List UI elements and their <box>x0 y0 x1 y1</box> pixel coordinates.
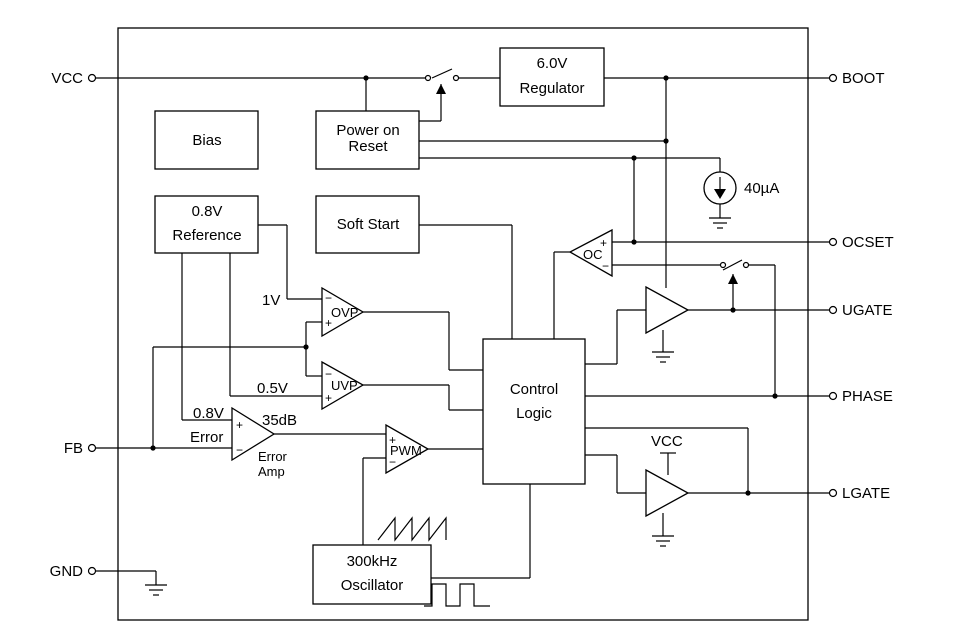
power-on-reset-block <box>315 110 420 170</box>
oc-label: OC <box>583 247 603 262</box>
plus-sign: + <box>236 418 243 432</box>
fb-pin-label: FB <box>64 440 83 457</box>
lgate-pin-label: LGATE <box>842 485 890 502</box>
minus-sign: − <box>389 455 396 469</box>
vcc-pin-label: VCC <box>51 70 83 87</box>
switch-contact <box>742 261 750 269</box>
minus-sign: − <box>325 291 332 305</box>
junction-dots <box>150 75 778 496</box>
pwm-comparator <box>385 423 430 475</box>
minus-sign: − <box>236 443 243 457</box>
minus-sign: − <box>602 259 609 273</box>
switch-contact <box>452 74 460 82</box>
plus-sign: + <box>325 391 332 405</box>
minus-sign: − <box>325 367 332 381</box>
soft-start-label: Soft Start <box>337 216 400 233</box>
control-logic-label: Control <box>510 381 558 398</box>
reference-label: Reference <box>172 227 241 244</box>
plus-sign: + <box>600 236 607 250</box>
soft-start-block <box>315 195 420 254</box>
reference-block <box>154 195 259 254</box>
error-amp-label: Error <box>258 449 288 464</box>
bias-label: Bias <box>192 132 221 149</box>
oscillator-label: 300kHz <box>347 553 398 570</box>
uvp-comparator <box>321 360 365 411</box>
gain-label: 35dB <box>262 412 297 429</box>
switch-contact <box>719 261 727 269</box>
reference-label: 0.8V <box>192 203 223 220</box>
regulator-label: 6.0V <box>537 55 568 72</box>
regulator-block <box>499 47 605 107</box>
por-label: Reset <box>348 138 388 155</box>
ovp-comparator <box>321 286 365 338</box>
oscillator-label: Oscillator <box>341 577 404 594</box>
plus-sign: + <box>325 316 332 330</box>
oc-comparator <box>568 228 613 278</box>
lgate-vcc-label: VCC <box>651 433 683 450</box>
por-label: Power on <box>336 122 399 139</box>
uvp-label: UVP <box>331 378 358 393</box>
half-volt-label: 0.5V <box>257 380 288 397</box>
fb-pin <box>87 443 97 453</box>
ugate-pin-label: UGATE <box>842 302 893 319</box>
current-source-label: 40µA <box>744 180 779 197</box>
one-volt-label: 1V <box>262 292 280 309</box>
gnd-pin <box>87 566 97 576</box>
control-logic-block <box>482 338 586 485</box>
wires <box>96 68 829 607</box>
vcc-pin <box>87 73 97 83</box>
error-amp-label: Amp <box>258 464 285 479</box>
switch-arrow-icon <box>436 84 446 94</box>
bias-block <box>154 110 259 170</box>
ocset-pin <box>828 237 838 247</box>
phase-pin <box>828 391 838 401</box>
plus-sign: + <box>389 433 396 447</box>
error-ref-label: 0.8V <box>193 405 224 422</box>
gnd-pin-label: GND <box>50 563 84 580</box>
upper-gate-driver <box>645 285 690 335</box>
error-amplifier <box>231 406 276 462</box>
regulator-label: Regulator <box>519 80 584 97</box>
boot-pin-label: BOOT <box>842 70 885 87</box>
ocset-pin-label: OCSET <box>842 234 894 251</box>
control-logic-label: Logic <box>516 405 552 422</box>
lgate-pin <box>828 488 838 498</box>
error-word-label: Error <box>190 429 223 446</box>
lower-gate-driver <box>645 468 690 518</box>
switch-contact <box>424 74 432 82</box>
switch-arrow-icon <box>728 274 738 284</box>
ovp-label: OVP <box>331 305 358 320</box>
phase-pin-label: PHASE <box>842 388 893 405</box>
oscillator-block <box>312 544 432 605</box>
boot-pin <box>828 73 838 83</box>
current-arrow-icon <box>714 189 726 199</box>
ugate-pin <box>828 305 838 315</box>
pwm-label: PWM <box>390 443 422 458</box>
ic-outline <box>117 27 809 621</box>
